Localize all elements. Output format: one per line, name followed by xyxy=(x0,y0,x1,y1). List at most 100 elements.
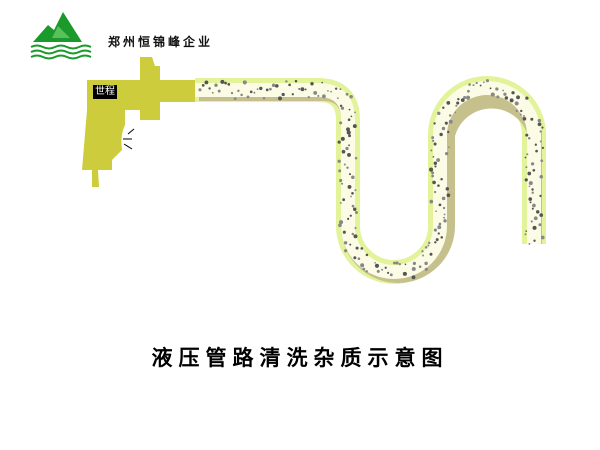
particle xyxy=(434,241,437,244)
particle xyxy=(230,91,234,95)
particle xyxy=(539,213,544,217)
particle xyxy=(343,163,346,166)
particle xyxy=(214,83,218,87)
particle xyxy=(427,244,430,247)
particle xyxy=(281,92,285,97)
particle xyxy=(317,94,320,97)
particle xyxy=(504,96,509,100)
particle xyxy=(353,234,358,239)
particle xyxy=(242,80,247,85)
particle xyxy=(256,88,259,91)
particle xyxy=(262,96,266,100)
particle xyxy=(530,220,533,223)
particle xyxy=(432,156,435,158)
particle xyxy=(532,203,536,208)
particle xyxy=(532,225,537,230)
particle xyxy=(541,126,544,129)
particle xyxy=(539,194,542,198)
particle xyxy=(531,188,534,191)
particle xyxy=(514,101,519,106)
particle xyxy=(362,267,366,271)
particle xyxy=(347,152,351,157)
particle xyxy=(307,95,310,99)
particle xyxy=(446,193,451,198)
particle xyxy=(201,84,205,87)
particle xyxy=(304,88,307,91)
particle xyxy=(526,153,529,156)
particle xyxy=(516,95,520,100)
particle xyxy=(468,83,471,86)
particle xyxy=(438,222,442,226)
particle xyxy=(435,210,437,213)
particle xyxy=(431,174,435,178)
particle xyxy=(339,201,342,204)
particle xyxy=(246,95,250,99)
particle xyxy=(355,246,359,250)
particle xyxy=(338,223,342,228)
particle xyxy=(437,225,442,230)
particle xyxy=(529,201,532,204)
particle xyxy=(534,143,537,146)
particle xyxy=(433,190,437,194)
particle xyxy=(443,213,446,216)
particle xyxy=(448,146,450,149)
particle xyxy=(460,98,465,102)
particle xyxy=(345,92,349,96)
particle xyxy=(347,217,350,221)
particle xyxy=(204,80,209,85)
particle xyxy=(402,271,407,276)
particle xyxy=(454,111,457,114)
particle xyxy=(511,91,515,95)
particle xyxy=(431,171,435,175)
particle xyxy=(345,146,349,151)
particle xyxy=(249,90,253,94)
particle xyxy=(528,181,533,186)
particle xyxy=(337,159,341,163)
particle xyxy=(341,149,346,154)
particle xyxy=(337,140,341,144)
particle xyxy=(479,84,482,87)
particle xyxy=(528,197,533,201)
particle xyxy=(444,121,448,125)
particle xyxy=(342,198,346,202)
particle xyxy=(291,93,294,96)
particle xyxy=(465,95,471,100)
particle xyxy=(455,104,458,107)
particle xyxy=(446,100,451,105)
particle xyxy=(340,106,345,110)
particle xyxy=(253,91,256,94)
particle xyxy=(321,81,323,84)
particle xyxy=(376,269,380,273)
particle xyxy=(436,158,441,162)
particle xyxy=(430,149,433,152)
particle xyxy=(271,83,276,88)
particle xyxy=(524,233,527,236)
particle xyxy=(432,139,435,142)
particle xyxy=(433,161,438,165)
particle xyxy=(327,90,329,92)
diagram-title: 液压管路清洗杂质示意图 xyxy=(151,345,449,370)
particle xyxy=(537,118,542,123)
particle xyxy=(496,95,500,99)
particle xyxy=(447,130,450,134)
particle xyxy=(310,82,314,86)
particle xyxy=(343,241,348,245)
particle xyxy=(538,223,542,227)
particle xyxy=(533,216,538,221)
particle xyxy=(395,261,399,265)
particle xyxy=(265,88,269,92)
particle xyxy=(348,134,351,138)
particle xyxy=(431,136,435,140)
particle xyxy=(448,114,452,117)
particle xyxy=(351,232,355,236)
particle xyxy=(437,232,440,235)
particle xyxy=(527,171,532,176)
particle xyxy=(523,114,525,117)
particle xyxy=(539,130,542,133)
particle xyxy=(525,230,528,232)
particle xyxy=(344,249,348,253)
particle xyxy=(342,230,346,234)
particle xyxy=(515,109,518,113)
particle xyxy=(503,92,507,96)
